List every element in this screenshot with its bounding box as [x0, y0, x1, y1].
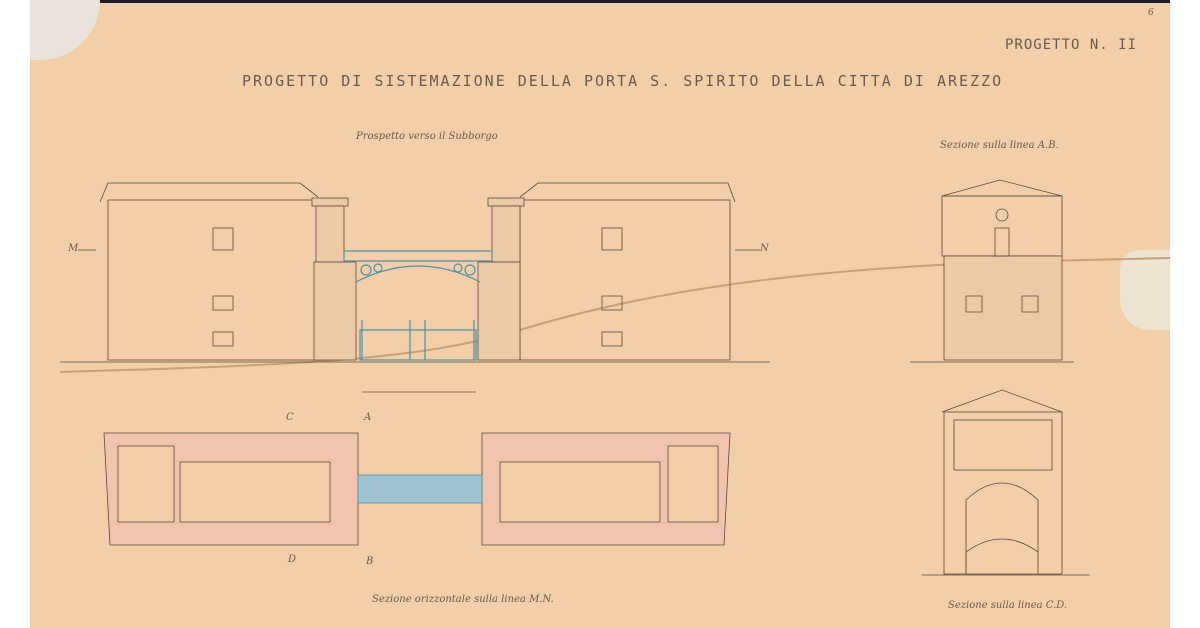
iron-arch: [343, 250, 493, 283]
iron-gate: [359, 320, 477, 361]
marker-n: N: [760, 243, 769, 254]
marker-m: M: [68, 243, 79, 254]
drawing-title: PROGETTO DI SISTEMAZIONE DELLA PORTA S. …: [242, 72, 1004, 90]
elevation-left-building: [78, 182, 319, 361]
elevation-right-building: [519, 182, 760, 361]
section-ab-elevation: [910, 179, 1074, 363]
caption-section-ab: Sezione sulla linea A.B.: [940, 140, 1059, 151]
section-cd: [922, 389, 1090, 576]
sheet-number: 6: [1148, 8, 1154, 18]
project-number: PROGETTO N. II: [1005, 37, 1138, 53]
floor-plan: [103, 432, 731, 546]
gate-pillars: [311, 197, 525, 361]
caption-section-cd: Sezione sulla linea C.D.: [948, 600, 1068, 611]
marker-d: D: [288, 554, 297, 565]
caption-plan: Sezione orizzontale sulla linea M.N.: [372, 594, 554, 605]
caption-elevation: Prospetto verso il Subborgo: [356, 131, 498, 142]
paper-damage: [1120, 250, 1170, 330]
marker-c: C: [286, 412, 294, 423]
marker-b: B: [366, 556, 374, 567]
marker-a: A: [364, 412, 372, 423]
